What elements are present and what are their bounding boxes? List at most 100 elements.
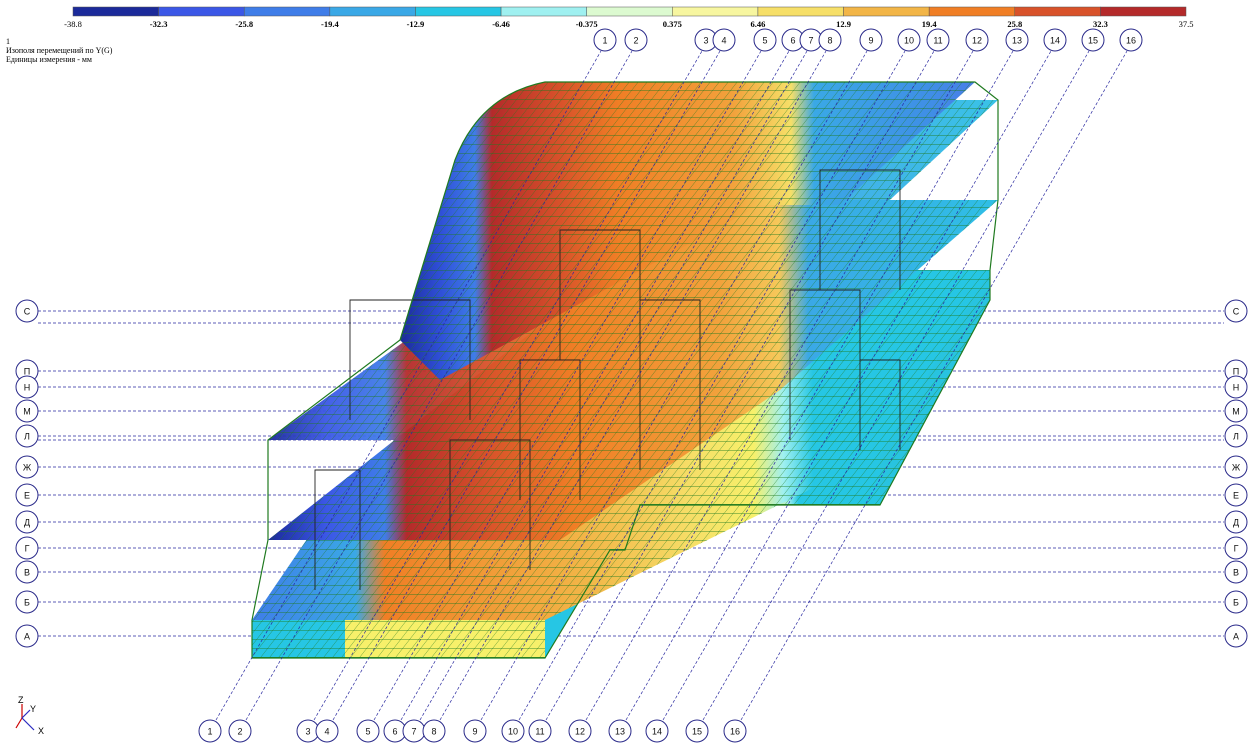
axis-bubble-left: В bbox=[15, 560, 39, 584]
axis-bubble-label: 1 bbox=[207, 727, 212, 737]
axis-bubble-label: М bbox=[1232, 407, 1240, 417]
axis-bubble-right: М bbox=[1224, 399, 1248, 423]
numeric-axis-line bbox=[662, 50, 1052, 721]
axis-bubble-label: 7 bbox=[411, 727, 416, 737]
axis-bubble-bottom: 11 bbox=[528, 719, 552, 743]
axis-bubble-top: 12 bbox=[965, 28, 989, 52]
numeric-axis-line bbox=[419, 50, 808, 721]
axis-bubble-top: 9 bbox=[859, 28, 883, 52]
triad-y-label: Y bbox=[30, 704, 36, 714]
axis-bubble-label: 12 bbox=[575, 727, 585, 737]
axis-bubble-label: Г bbox=[1234, 544, 1239, 554]
axis-bubble-right: Д bbox=[1224, 510, 1248, 534]
axis-bubble-label: В bbox=[1233, 568, 1239, 578]
axis-bubble-left: Л bbox=[15, 424, 39, 448]
axis-bubble-top: 2 bbox=[624, 28, 648, 52]
axis-bubble-left: Е bbox=[15, 483, 39, 507]
axis-bubble-label: Д bbox=[1233, 518, 1239, 528]
axis-bubble-label: 1 bbox=[602, 36, 607, 46]
axis-bubble-label: С bbox=[24, 307, 31, 317]
load-step-number: 1 bbox=[6, 37, 10, 46]
numeric-axis-line bbox=[332, 50, 721, 721]
axis-bubble-top: 5 bbox=[753, 28, 777, 52]
scale-label: -38.8 bbox=[64, 19, 82, 29]
axis-bubble-top: 8 bbox=[818, 28, 842, 52]
axis-bubble-label: 13 bbox=[615, 727, 625, 737]
units-label: Единицы измерения - мм bbox=[6, 55, 92, 64]
axis-bubble-right: В bbox=[1224, 560, 1248, 584]
numeric-axis-line bbox=[545, 50, 935, 721]
axis-bubble-right: Е bbox=[1224, 483, 1248, 507]
numeric-axis-line bbox=[625, 50, 1014, 721]
axis-bubble-label: Е bbox=[24, 491, 30, 501]
axis-bubble-label: 14 bbox=[1050, 36, 1060, 46]
axis-bubble-label: Д bbox=[24, 518, 30, 528]
triad-z-label: Z bbox=[18, 695, 24, 705]
axis-bubble-label: 6 bbox=[790, 36, 795, 46]
axis-bubble-bottom: 1 bbox=[198, 719, 222, 743]
axis-bubble-right: Л bbox=[1224, 424, 1248, 448]
axis-bubble-right: Б bbox=[1224, 590, 1248, 614]
scale-label: -12.9 bbox=[407, 19, 425, 29]
numeric-axis-line bbox=[585, 50, 974, 721]
axis-bubble-label: Л bbox=[24, 432, 30, 442]
triad-x-label: X bbox=[38, 726, 44, 736]
numeric-axis-line bbox=[215, 50, 602, 721]
axis-bubble-bottom: 14 bbox=[645, 719, 669, 743]
axis-bubble-top: 6 bbox=[781, 28, 805, 52]
scale-label: 37.5 bbox=[1179, 19, 1194, 29]
axis-bubble-label: 11 bbox=[535, 727, 544, 737]
numeric-axis-line bbox=[313, 50, 703, 721]
roof-slab bbox=[400, 82, 975, 380]
scale-label: -0.375 bbox=[576, 19, 598, 29]
axis-bubble-top: 15 bbox=[1081, 28, 1105, 52]
scale-swatch bbox=[1100, 6, 1187, 17]
axis-bubble-label: 8 bbox=[431, 727, 436, 737]
result-title: Изополя перемещений по Y(G) bbox=[6, 46, 113, 55]
axis-bubble-label: 16 bbox=[730, 727, 740, 737]
axis-bubble-label: 4 bbox=[721, 36, 726, 46]
axis-bubble-left: Ж bbox=[15, 455, 39, 479]
axis-bubble-label: 16 bbox=[1126, 36, 1136, 46]
axis-bubble-top: 16 bbox=[1119, 28, 1143, 52]
axis-bubble-left: М bbox=[15, 399, 39, 423]
axis-triad: Z Y X bbox=[15, 695, 44, 736]
axis-bubble-left: А bbox=[15, 624, 39, 648]
axis-bubble-left: Г bbox=[15, 536, 39, 560]
axis-bubble-label: С bbox=[1233, 307, 1240, 317]
numeric-axis-line bbox=[518, 50, 906, 721]
axis-bubble-left: Н bbox=[15, 375, 39, 399]
info-block: 1 Изополя перемещений по Y(G) Единицы из… bbox=[6, 37, 112, 64]
axis-bubble-top: 1 bbox=[593, 28, 617, 52]
axis-bubble-bottom: 3 bbox=[296, 719, 320, 743]
axis-bubble-bottom: 4 bbox=[315, 719, 339, 743]
axis-bubble-right: Н bbox=[1224, 375, 1248, 399]
axis-bubble-label: 14 bbox=[652, 727, 662, 737]
axis-bubble-label: 15 bbox=[692, 727, 702, 737]
axis-bubble-bottom: 5 bbox=[356, 719, 380, 743]
axis-bubble-label: 10 bbox=[508, 727, 518, 737]
axis-bubble-label: 13 bbox=[1012, 36, 1022, 46]
axis-bubble-label: М bbox=[23, 407, 31, 417]
numeric-axis-line bbox=[439, 50, 827, 721]
axis-bubble-top: 11 bbox=[926, 28, 950, 52]
axis-bubble-right: П bbox=[1224, 359, 1248, 383]
axis-bubble-label: 8 bbox=[827, 36, 832, 46]
axis-bubble-bottom: 10 bbox=[501, 719, 525, 743]
building-outline bbox=[251, 81, 999, 659]
axis-bubble-label: 2 bbox=[237, 727, 242, 737]
numeric-axis-line bbox=[400, 50, 790, 721]
scale-label: -32.3 bbox=[150, 19, 168, 29]
numeric-axis-line bbox=[245, 50, 633, 721]
axis-bubble-bottom: 12 bbox=[568, 719, 592, 743]
axis-bubble-label: 9 bbox=[868, 36, 873, 46]
axis-bubble-label: 7 bbox=[808, 36, 813, 46]
axis-bubble-top: 13 bbox=[1005, 28, 1029, 52]
axis-bubble-label: 3 bbox=[305, 727, 310, 737]
numeric-axis-lines bbox=[215, 50, 1128, 721]
axis-bubble-label: 11 bbox=[933, 36, 942, 46]
numeric-axis-line bbox=[702, 50, 1090, 721]
axis-bubble-label: 2 bbox=[633, 36, 638, 46]
